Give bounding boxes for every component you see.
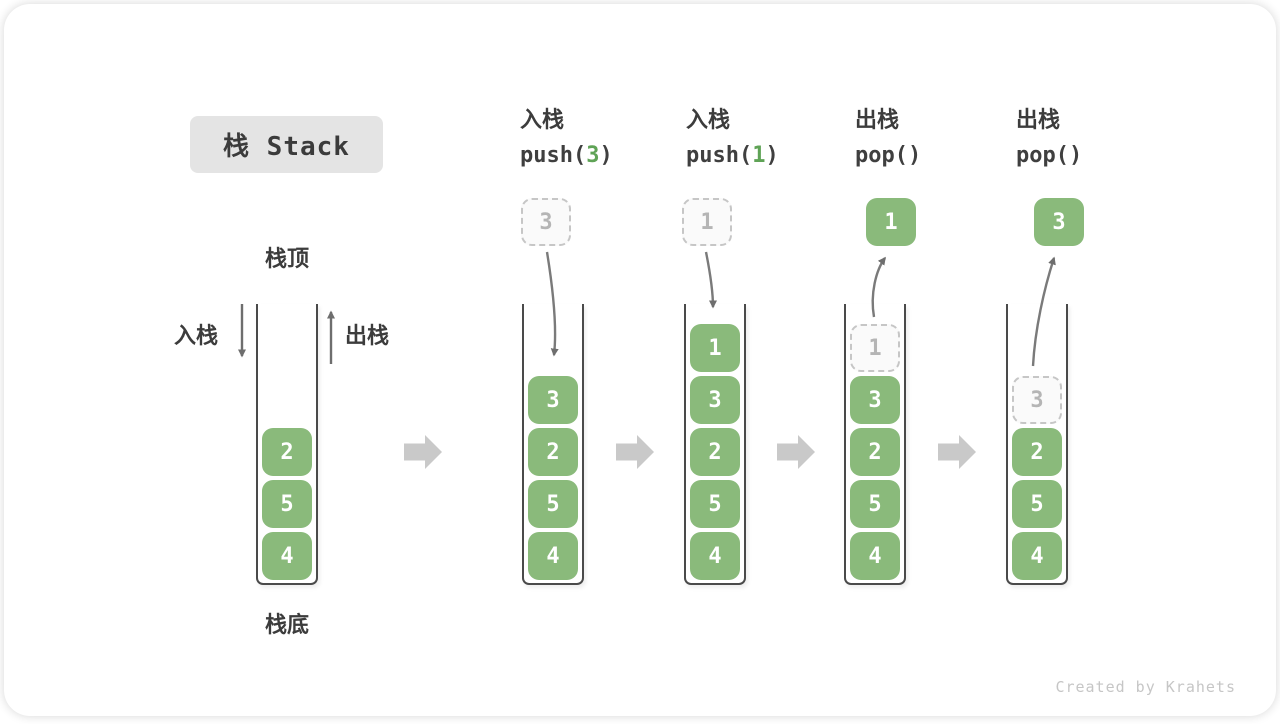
code-close: ) [765, 143, 779, 168]
op-label-pop-1: 出栈 pop() [855, 108, 1015, 169]
code-arg: 1 [752, 143, 766, 168]
stack-cell: 2 [850, 428, 900, 476]
diagram-canvas: 栈 Stack 栈顶 栈底 入栈 出栈 入栈 push(3) 入栈 push(1… [4, 4, 1276, 716]
code-fn: push( [520, 143, 587, 168]
op-label-pop-3: 出栈 pop() [1016, 108, 1176, 169]
stack-cell: 3 [850, 376, 900, 424]
code-fn: pop( [1016, 143, 1069, 168]
op-code: push(3) [520, 143, 680, 169]
pop-side-label: 出栈 [345, 324, 390, 349]
watermark: Created by Krahets [1055, 678, 1236, 696]
stack-bottom-label: 栈底 [264, 613, 309, 638]
stack-cell: 4 [690, 532, 740, 580]
op-name: 出栈 [855, 108, 900, 133]
float-value-ghost: 1 [682, 198, 732, 246]
stack-top-label: 栈顶 [264, 247, 309, 272]
code-fn: pop( [855, 143, 908, 168]
op-name: 入栈 [686, 108, 731, 133]
step-arrow-icon [777, 435, 815, 469]
push-side-label: 入栈 [174, 324, 219, 349]
stack-cell: 5 [1012, 480, 1062, 528]
stack-cell-ghost: 1 [850, 324, 900, 372]
stack-cell: 2 [528, 428, 578, 476]
op-name: 入栈 [520, 108, 565, 133]
op-code: pop() [1016, 143, 1176, 169]
stack-cell: 1 [690, 324, 740, 372]
op-code: push(1) [686, 143, 846, 169]
op-name: 出栈 [1016, 108, 1061, 133]
title-text: 栈 Stack [223, 132, 350, 162]
float-value-popped: 1 [866, 198, 916, 246]
stack-cell: 4 [262, 532, 312, 580]
title-badge: 栈 Stack [190, 116, 383, 173]
op-label-push-1: 入栈 push(1) [686, 108, 846, 169]
code-close: ) [1068, 143, 1083, 168]
push1-curve-arrow-icon [704, 251, 717, 309]
code-fn: push( [686, 143, 753, 168]
op-code: pop() [855, 143, 1015, 169]
stack-cell: 2 [262, 428, 312, 476]
code-arg: 3 [586, 143, 600, 168]
stack-cell: 5 [528, 480, 578, 528]
code-close: ) [907, 143, 922, 168]
stack-cell: 4 [850, 532, 900, 580]
step-arrow-icon [404, 435, 442, 469]
stack-cell: 2 [690, 428, 740, 476]
stack-cell: 4 [528, 532, 578, 580]
step-arrow-icon [938, 435, 976, 469]
stack-cell: 2 [1012, 428, 1062, 476]
stack-cell: 5 [850, 480, 900, 528]
stack-cell: 5 [262, 480, 312, 528]
stack-cell: 4 [1012, 532, 1062, 580]
code-close: ) [599, 143, 613, 168]
float-value-ghost: 3 [521, 198, 571, 246]
stack-cell: 3 [528, 376, 578, 424]
stack-cell-ghost: 3 [1012, 376, 1062, 424]
stack-cell: 3 [690, 376, 740, 424]
step-arrow-icon [616, 435, 654, 469]
float-value-popped: 3 [1034, 198, 1084, 246]
stack-cell: 5 [690, 480, 740, 528]
op-label-push-3: 入栈 push(3) [520, 108, 680, 169]
